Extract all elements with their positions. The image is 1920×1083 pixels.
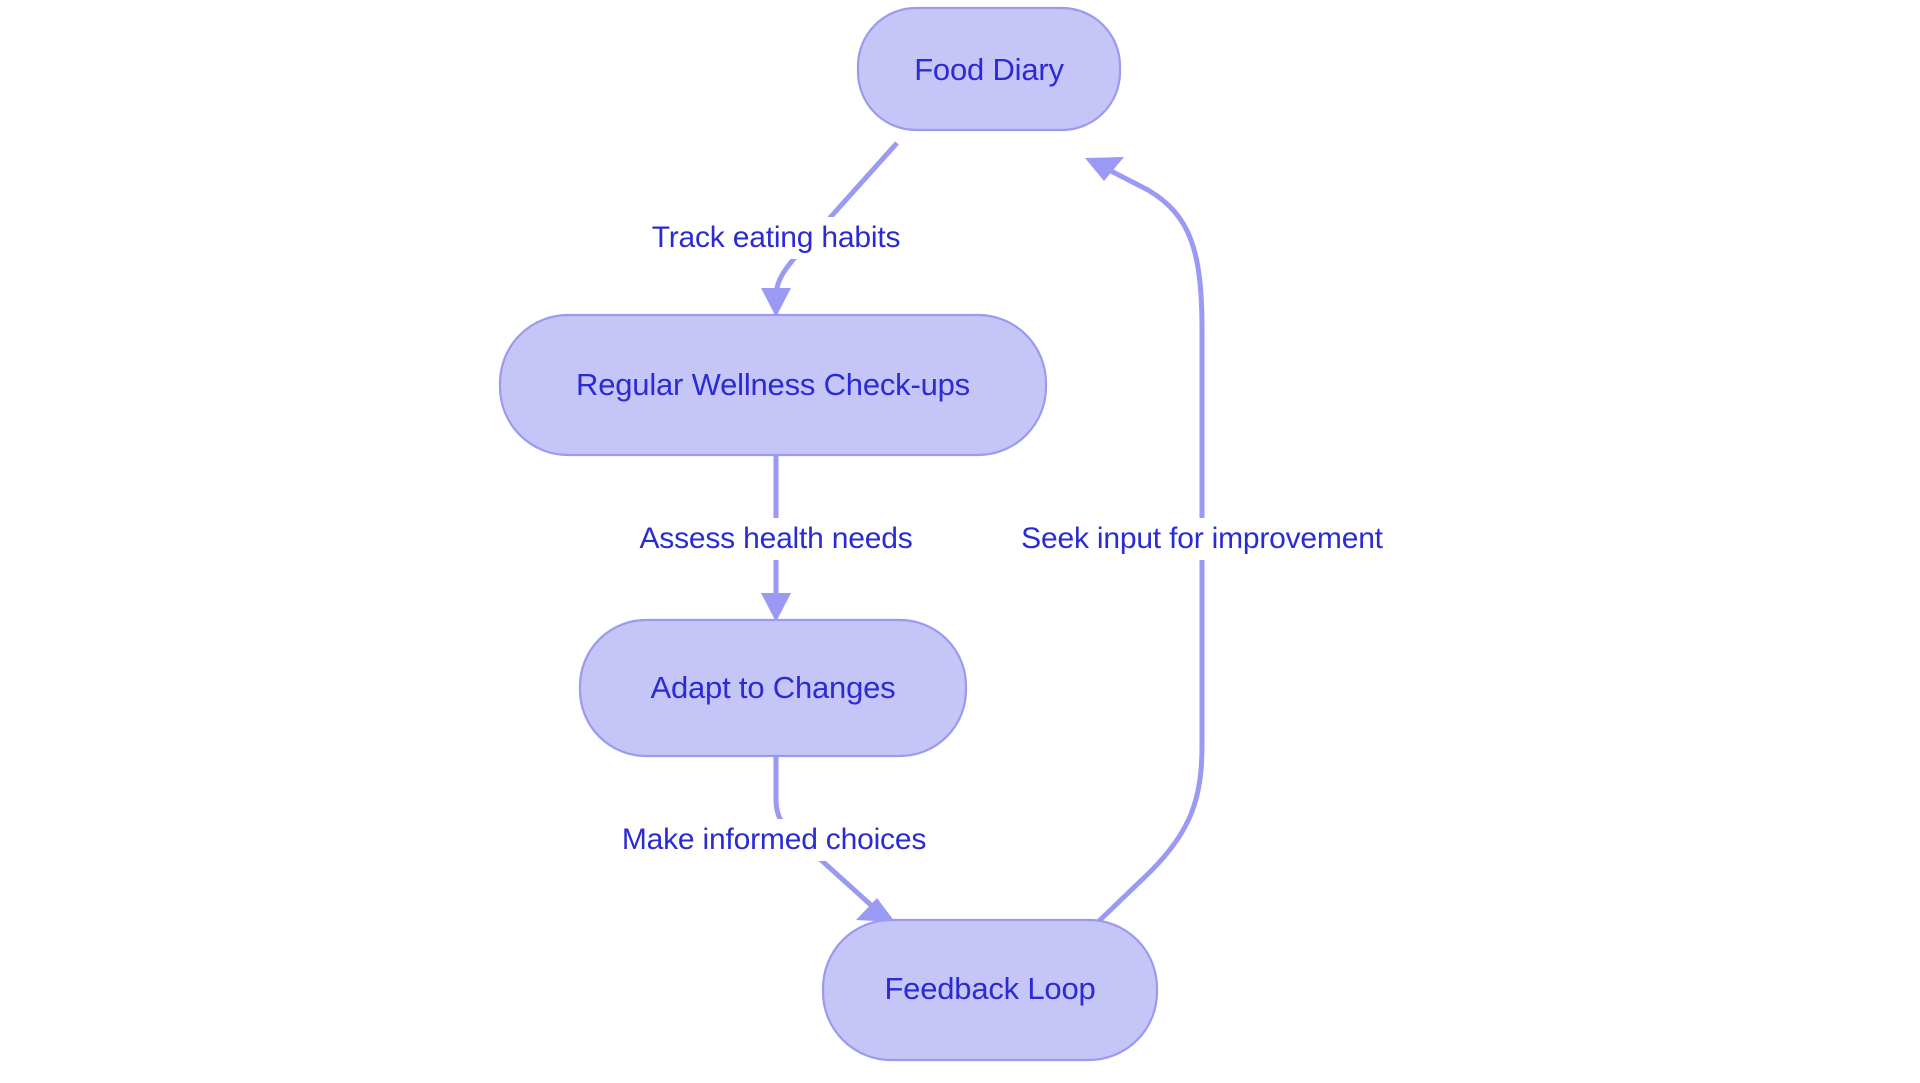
node-regular-wellness-check-ups[interactable]: Regular Wellness Check-ups bbox=[498, 313, 1048, 457]
edge-label-assess-health-needs-bg bbox=[612, 518, 940, 560]
edge-label-track-eating-habits-text: Track eating habits bbox=[652, 221, 901, 254]
node-feedback-loop-label: Feedback Loop bbox=[884, 971, 1095, 1006]
node-regular-wellness-check-ups-label: Regular Wellness Check-ups bbox=[576, 367, 970, 402]
node-adapt-to-changes-label: Adapt to Changes bbox=[651, 670, 896, 705]
node-feedback-loop-shape bbox=[821, 918, 1159, 1062]
node-food-diary-shape bbox=[856, 6, 1122, 132]
edge-label-track-eating-habits-bg bbox=[621, 217, 931, 259]
edge-label-seek-input-for-improvement-bg bbox=[980, 518, 1422, 560]
edge-labels-layer: Track eating habits Assess health needs … bbox=[590, 217, 1422, 861]
edge-label-make-informed-choices-text: Make informed choices bbox=[622, 823, 926, 856]
edge-label-seek-input-for-improvement-text: Seek input for improvement bbox=[1021, 522, 1384, 555]
edge-make-informed-choices-arrowhead bbox=[856, 898, 895, 922]
edge-label-track-eating-habits: Track eating habits bbox=[621, 217, 931, 259]
node-food-diary-label: Food Diary bbox=[914, 52, 1064, 87]
node-adapt-to-changes-shape bbox=[578, 618, 968, 758]
node-adapt-to-changes[interactable]: Adapt to Changes bbox=[578, 618, 968, 758]
edge-label-make-informed-choices-bg bbox=[590, 819, 960, 861]
node-food-diary[interactable]: Food Diary bbox=[856, 6, 1122, 132]
edge-label-assess-health-needs: Assess health needs bbox=[612, 518, 940, 560]
edge-seek-input-for-improvement-arrowhead bbox=[1085, 157, 1124, 181]
edge-label-seek-input-for-improvement: Seek input for improvement bbox=[980, 518, 1422, 560]
edge-assess-health-needs-arrowhead bbox=[761, 593, 791, 622]
edge-label-make-informed-choices: Make informed choices bbox=[590, 819, 960, 861]
nodes-layer: Food Diary Regular Wellness Check-ups Ad… bbox=[498, 6, 1159, 1062]
edge-track-eating-habits-arrowhead bbox=[761, 288, 791, 317]
edge-label-assess-health-needs-text: Assess health needs bbox=[639, 522, 912, 555]
node-regular-wellness-check-ups-shape bbox=[498, 313, 1048, 457]
node-feedback-loop[interactable]: Feedback Loop bbox=[821, 918, 1159, 1062]
